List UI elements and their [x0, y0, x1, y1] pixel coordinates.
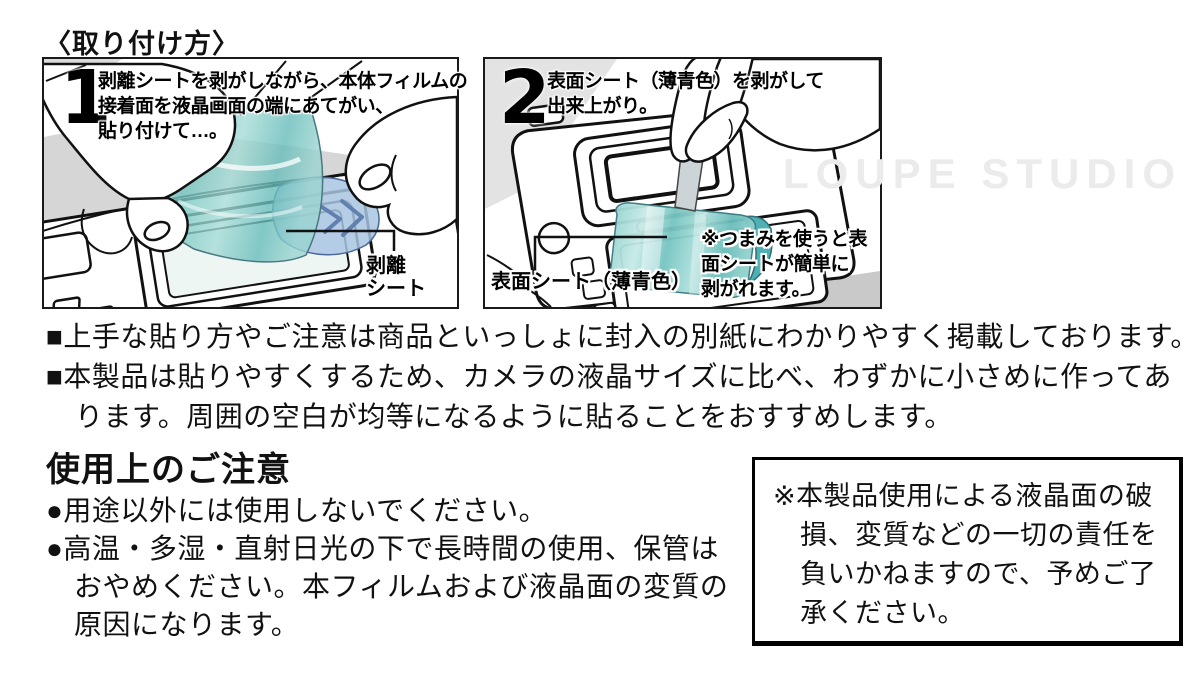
step2-tab-note-line1: ※つまみを使うと表 — [701, 229, 867, 250]
step2-instruction: 表面シート（薄青色）を剥がして 出来上がり。 — [547, 69, 824, 119]
step2-tab-note: ※つまみを使うと表 面シートが簡単に 剥がれます。 — [701, 227, 867, 302]
step1-label-line2: シート — [366, 278, 426, 300]
step1-label-line1: 剥離 — [366, 255, 406, 277]
caution-list: ●用途以外には使用しないでください。 ●高温・多湿・直射日光の下で長時間の使用、… — [46, 492, 746, 644]
disclaimer-box: ※本製品使用による液晶面の破 損、変質などの一切の責任を 負いかねますので、予め… — [752, 457, 1183, 646]
page-title: 〈取り付け方〉 — [44, 29, 240, 59]
step1-instruction-line1: 剥離シートを剥がしながら、本体フィルムの — [98, 71, 468, 92]
caution-item-2-line2: おやめください。本フィルムおよび液晶面の変質の — [74, 571, 729, 602]
step2-panel: 2 表面シート（薄青色）を剥がして 出来上がり。 表面シート（薄青色） ※つまみ… — [483, 57, 882, 309]
step2-tab-note-line3: 剥がれます。 — [701, 279, 811, 301]
note-item-2-line1: ■本製品は貼りやすくするため、カメラの液晶サイズに比べ、わずかに小さめに作ってあ — [46, 361, 1172, 392]
caution-item-1: ●用途以外には使用しないでください。 — [46, 495, 548, 526]
note-item-2-line2: ります。周囲の空白が均等になるように貼ることをおすすめします。 — [75, 401, 953, 432]
step1-instruction: 剥離シートを剥がしながら、本体フィルムの 接着面を液晶画面の端にあてがい、 貼り… — [98, 69, 468, 144]
step1-number: 1 — [60, 55, 112, 141]
step1-panel: 1 剥離シートを剥がしながら、本体フィルムの 接着面を液晶画面の端にあてがい、 … — [42, 55, 468, 309]
step2-illustration — [485, 59, 880, 307]
step1-instruction-line3: 貼り付けて…。 — [98, 121, 228, 143]
step2-number: 2 — [499, 55, 551, 141]
notes-section: ■上手な貼り方やご注意は商品といっしょに封入の別紙にわかりやすく掲載しております… — [46, 317, 1199, 437]
caution-heading: 使用上のご注意 — [46, 451, 291, 489]
step2-instruction-line2: 出来上がり。 — [547, 96, 658, 118]
caution-item-2-line3: 原因になります。 — [74, 609, 300, 640]
disclaimer-line4: 承ください。 — [800, 598, 965, 628]
step2-tab-note-line2: 面シートが簡単に — [701, 254, 850, 276]
step1-instruction-line2: 接着面を液晶画面の端にあてがい、 — [98, 96, 394, 118]
step2-surface-sheet-label: 表面シート（薄青色） — [491, 271, 691, 293]
caution-item-2-line1: ●高温・多湿・直射日光の下で長時間の使用、保管は — [46, 533, 719, 564]
step2-instruction-line1: 表面シート（薄青色）を剥がして — [547, 71, 824, 92]
disclaimer-line1: ※本製品使用による液晶面の破 — [773, 481, 1153, 511]
disclaimer-line2: 損、変質などの一切の責任を — [800, 520, 1158, 550]
disclaimer-line3: 負いかねますので、予めご了 — [800, 559, 1157, 589]
note-item-1: ■上手な貼り方やご注意は商品といっしょに封入の別紙にわかりやすく掲載しております… — [46, 321, 1199, 352]
step1-release-sheet-label: 剥離 シート — [366, 255, 426, 301]
step1-illustration — [44, 59, 457, 307]
